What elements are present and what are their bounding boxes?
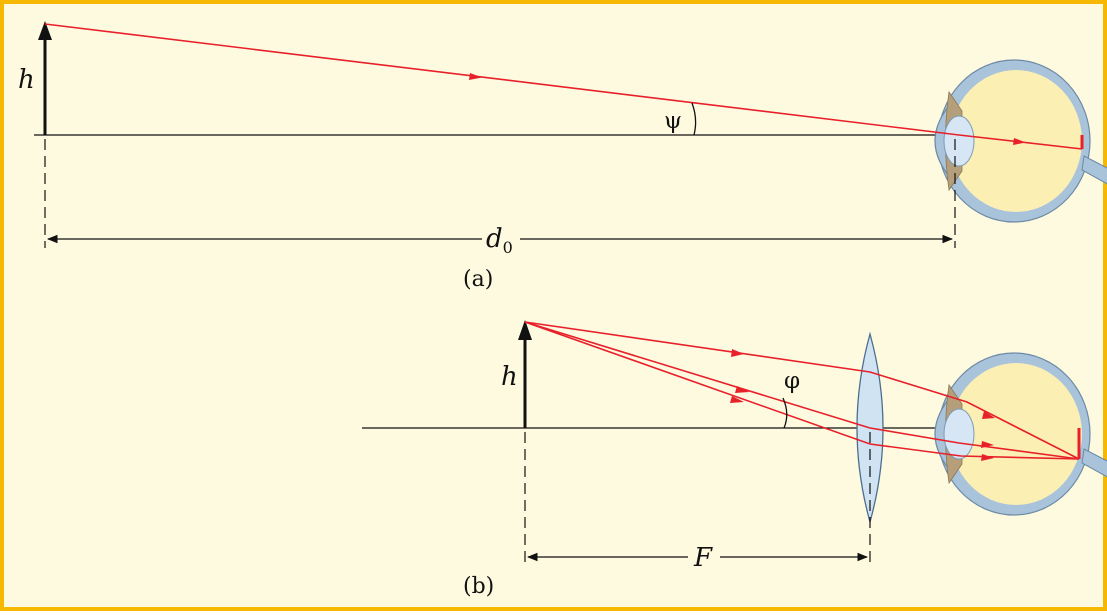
panel-label-a: (a) [463, 267, 493, 292]
ray-top [524, 321, 1080, 460]
ray-middle [524, 321, 1080, 460]
object-arrow-a [38, 21, 52, 135]
object-label-a: h [18, 65, 35, 95]
eye-icon [934, 352, 1107, 516]
angle-label-phi: φ [784, 368, 800, 394]
light-rays-b [524, 321, 1080, 460]
angle-label-psi: ψ [664, 108, 682, 134]
object-label-b: h [501, 362, 518, 392]
ray-arrowheads-b [730, 349, 995, 461]
object-arrow-b [518, 320, 532, 428]
distance-label-d0: d0 [486, 224, 513, 257]
panel-a: h ψ [18, 21, 1107, 292]
panel-b: h [362, 320, 1107, 599]
angle-arc-phi [782, 397, 788, 429]
distance-label-f: F [693, 543, 713, 573]
optics-diagram: h ψ [18, 21, 1107, 599]
panel-label-b: (b) [463, 574, 494, 599]
ray-bottom [524, 321, 1080, 460]
angle-arc-psi [691, 102, 697, 136]
light-ray-a [44, 23, 1083, 150]
